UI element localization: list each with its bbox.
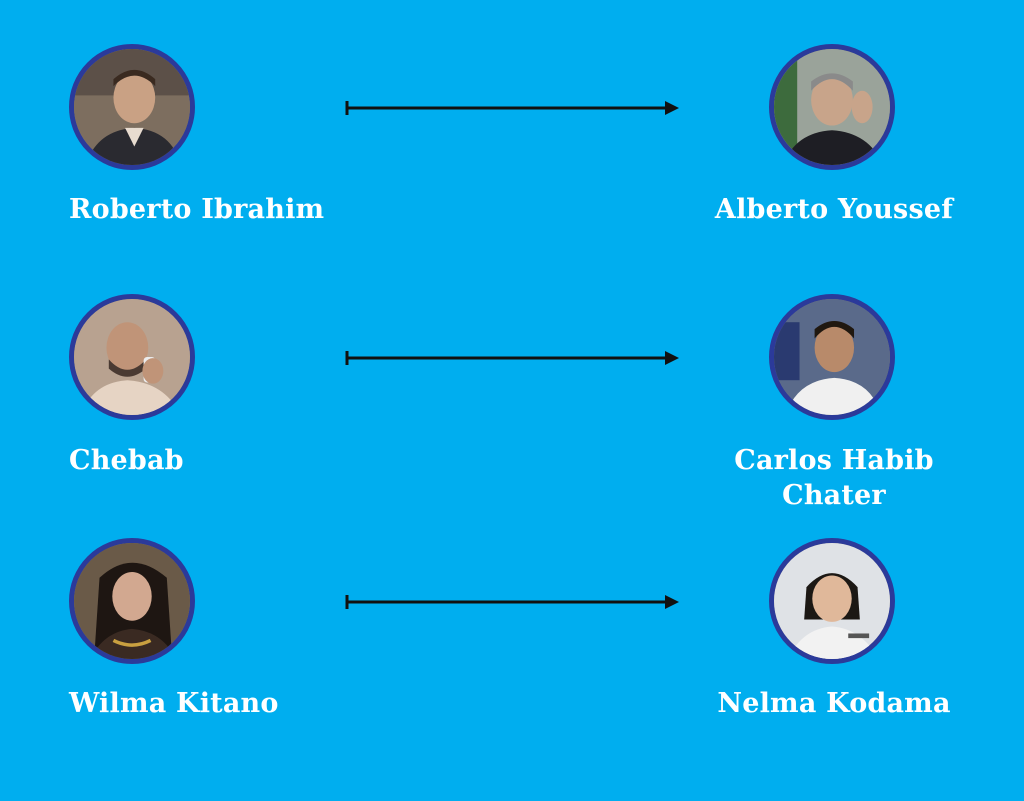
mapping-arrow	[345, 348, 681, 368]
name-left: Chebab	[69, 445, 184, 476]
arrow-right-icon	[345, 101, 679, 115]
man-portrait-icon	[74, 49, 190, 165]
arrow-right-icon	[345, 595, 679, 609]
portrait-wilma-kitano	[69, 538, 195, 664]
portrait-chebab	[69, 294, 195, 420]
portrait-alberto-youssef	[769, 44, 895, 170]
man-portrait-icon	[774, 49, 890, 165]
woman-portrait-icon	[74, 543, 190, 659]
portrait-roberto-ibrahim	[69, 44, 195, 170]
name-right: Nelma Kodama	[717, 688, 951, 719]
name-left: Roberto Ibrahim	[69, 194, 325, 225]
name-left: Wilma Kitano	[69, 688, 279, 719]
portrait-nelma-kodama	[769, 538, 895, 664]
mapping-arrow	[345, 98, 681, 118]
name-right: Alberto Youssef	[714, 194, 954, 225]
woman-portrait-icon	[774, 543, 890, 659]
portrait-carlos-habib-chater	[769, 294, 895, 420]
arrow-right-icon	[345, 351, 679, 365]
name-right: Carlos Habib Chater	[734, 445, 934, 511]
man-on-phone-portrait-icon	[74, 299, 190, 415]
man-portrait-icon	[774, 299, 890, 415]
mapping-arrow	[345, 592, 681, 612]
